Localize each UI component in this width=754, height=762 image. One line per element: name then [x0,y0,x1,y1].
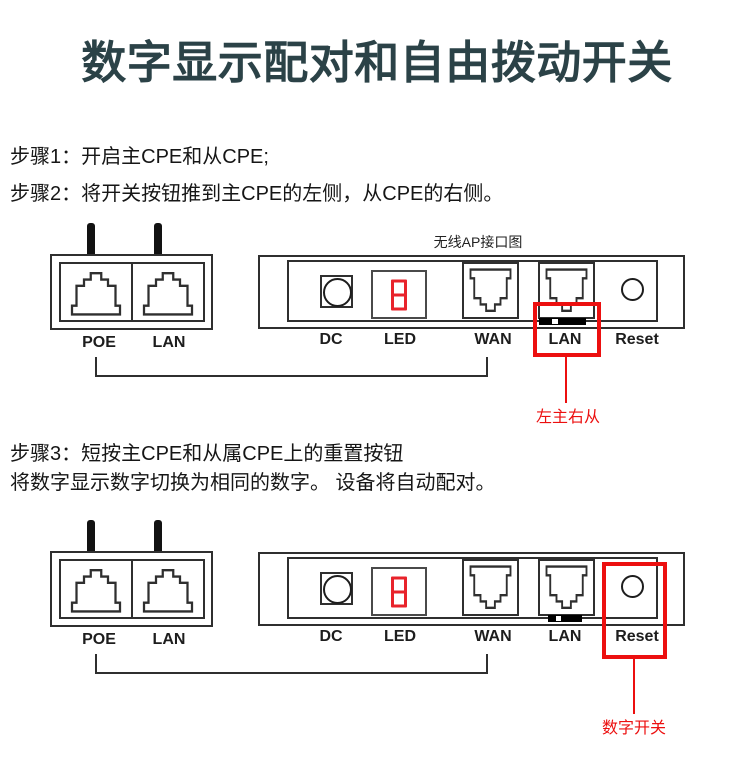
cpe-diagram-step3: POE LAN DC LED WAN LAN Reset 数字开关 [0,520,754,760]
wan-port-icon [462,262,519,319]
step3-line1: 步骤3：短按主CPE和从属CPE上的重置按钮 [10,443,404,465]
toggle-switch-knob [556,616,561,621]
poe-port-label: POE [82,334,116,351]
wan-label: WAN [474,331,512,348]
reset-label: Reset [615,331,659,348]
dc-port-icon [320,275,353,308]
lan-port-icon [131,561,203,617]
lan-label: LAN [548,331,582,348]
poe-injector-inner-frame [59,559,205,619]
step2-text: 步骤2：将开关按钮推到主CPE的左侧，从CPE的右侧。 [10,183,504,205]
poe-injector-box [50,551,213,627]
led-digit-icon [391,279,407,310]
poe-port-label: POE [82,631,116,648]
toggle-switch-knob [552,319,558,324]
wan-port-icon [462,559,519,616]
ap-panel-inner-frame [287,557,658,619]
step3-text: 步骤3：短按主CPE和从属CPE上的重置按钮 将数字显示数字切换为相同的数字。 … [10,440,496,498]
highlight-box-reset [602,562,667,659]
toggle-switch-icon [548,615,582,622]
poe-port-icon [61,264,131,320]
dc-label: DC [319,628,343,645]
lan-label: LAN [548,628,582,645]
highlight-label: 左主右从 [535,409,600,426]
led-display [371,567,427,616]
antenna-icon [87,223,95,256]
poe-to-wan-cable-line [95,654,488,674]
led-digit-icon [391,576,407,607]
page-title: 数字显示配对和自由拨动开关 [81,37,673,88]
poe-to-wan-cable-line [95,357,488,377]
ap-panel-inner-frame [287,260,658,322]
antenna-icon [154,223,162,256]
reset-button-icon [621,575,644,598]
wan-label: WAN [474,628,512,645]
step1-text: 步骤1：开启主CPE和从CPE; [10,146,269,168]
poe-port-icon [61,561,131,617]
led-label: LED [384,331,416,348]
dc-jack-circle [323,575,352,604]
lan-port-label: LAN [152,631,186,648]
cpe-diagram-step2: POE LAN 无线AP接口图 DC LED WAN LAN Reset 左主右… [0,223,754,463]
ap-panel-title: 无线AP接口图 [433,234,523,250]
lan-port-icon [131,264,203,320]
lan-port-icon [538,559,595,616]
reset-label: Reset [615,628,659,645]
dc-jack-circle [323,278,352,307]
led-label: LED [384,628,416,645]
led-display [371,270,427,319]
reset-button-icon [621,278,644,301]
highlight-pointer-line [565,357,567,403]
antenna-icon [87,520,95,553]
step3-line2: 将数字显示数字切换为相同的数字。 设备将自动配对。 [10,472,496,494]
dc-port-icon [320,572,353,605]
highlight-box-lan [533,302,601,357]
highlight-pointer-line [633,659,635,714]
poe-injector-box [50,254,213,330]
toggle-switch-icon [539,318,586,325]
dc-label: DC [319,331,343,348]
lan-port-label: LAN [152,334,186,351]
poe-injector-inner-frame [59,262,205,322]
antenna-icon [154,520,162,553]
highlight-label: 数字开关 [601,720,666,737]
